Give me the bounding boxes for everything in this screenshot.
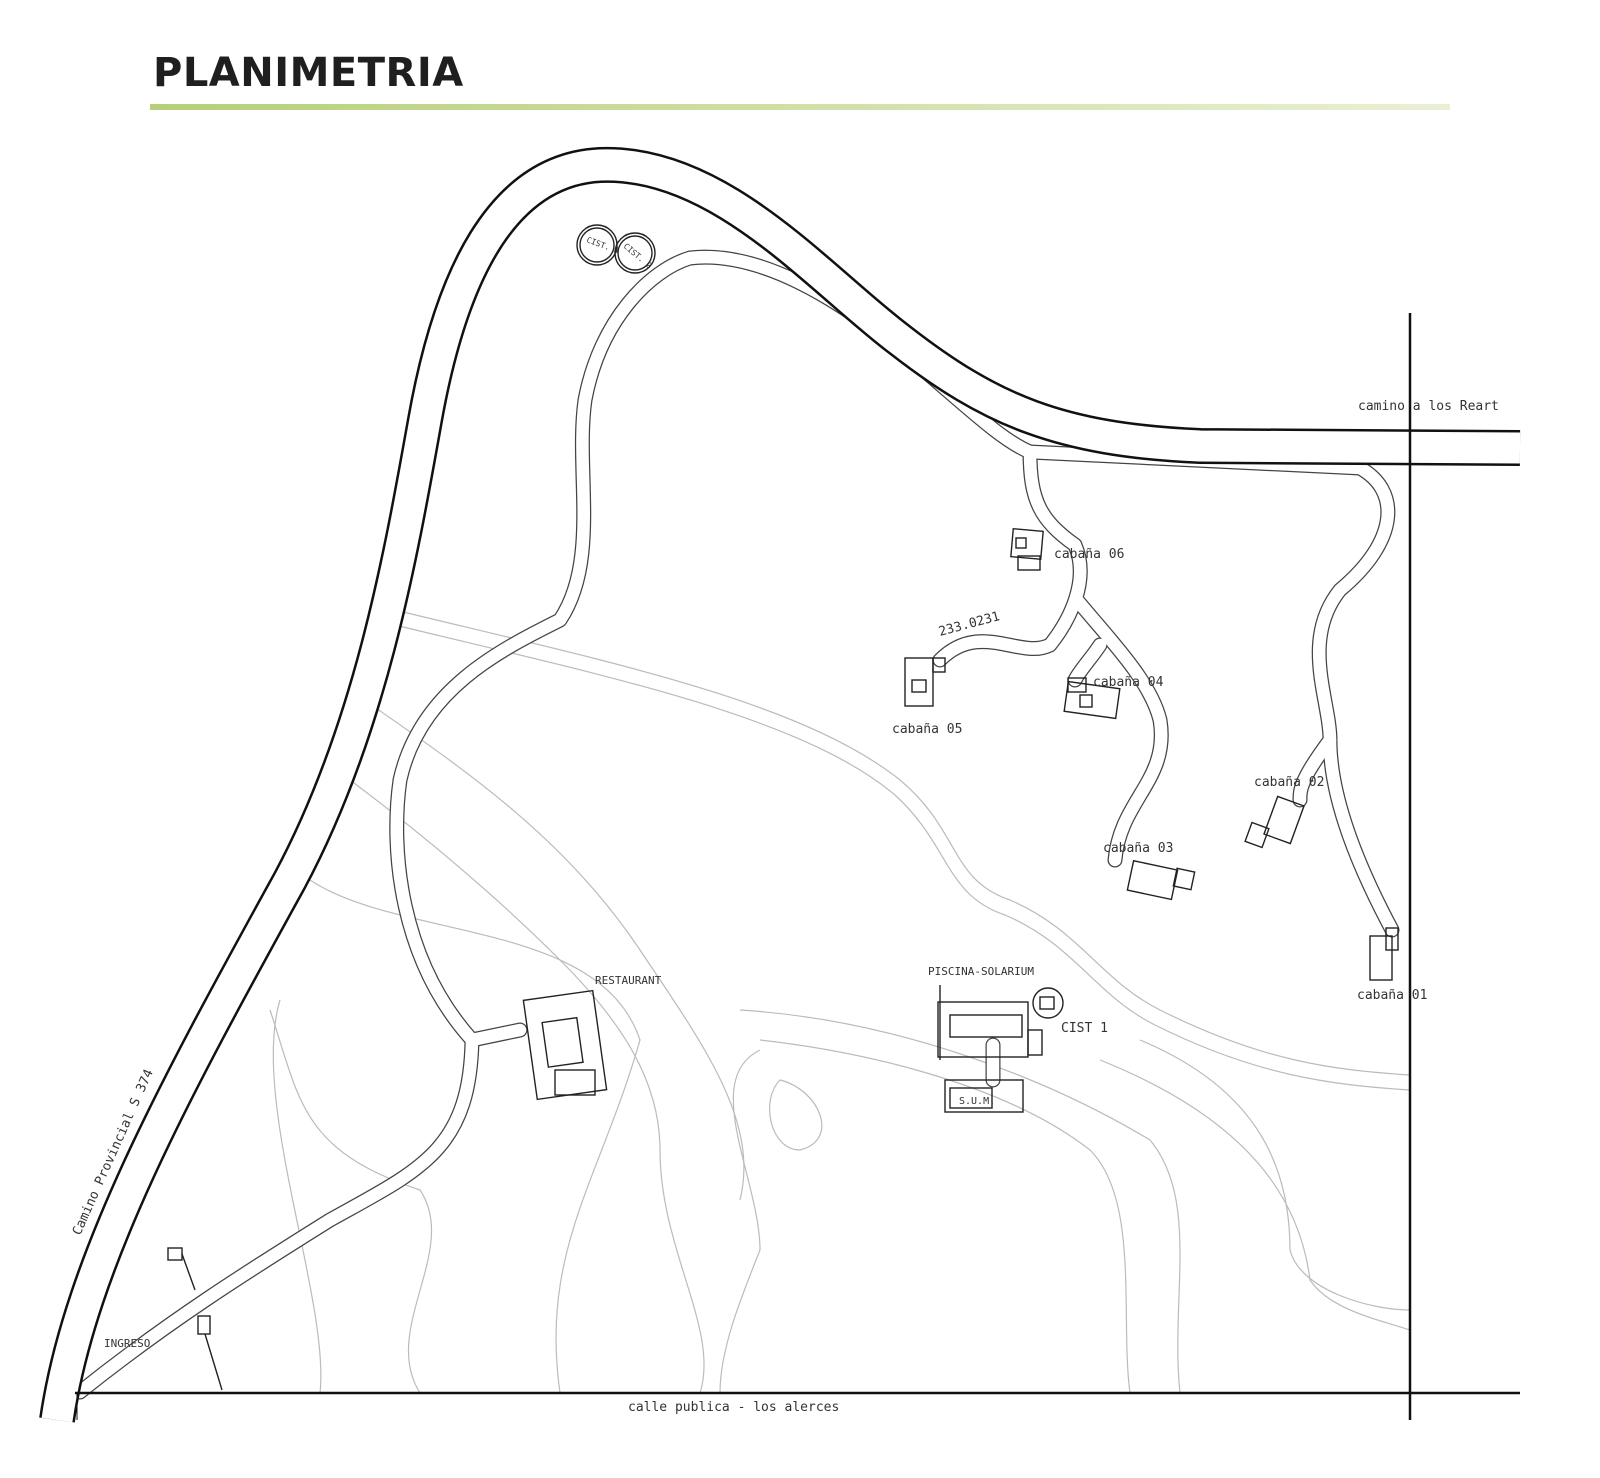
label-restaurant: RESTAURANT xyxy=(595,974,662,987)
label-cabana-05: cabaña 05 xyxy=(892,722,962,737)
building-restaurant xyxy=(522,989,608,1101)
label-sum: S.U.M. xyxy=(959,1096,995,1107)
building-cabana-06 xyxy=(1010,527,1044,571)
building-sum xyxy=(944,1079,1024,1113)
building-cabana-03 xyxy=(1126,859,1196,901)
label-calle-publica: calle publica - los alerces xyxy=(628,1400,839,1415)
label-cist-2: CIST. 2 xyxy=(622,242,654,271)
label-cabana-04: cabaña 04 xyxy=(1093,675,1164,690)
label-ingreso: INGRESO xyxy=(104,1337,150,1350)
building-cabana-02 xyxy=(1244,795,1305,849)
property-boundaries xyxy=(75,313,1520,1420)
building-cabana-04 xyxy=(1063,677,1121,720)
label-cabana-02: cabaña 02 xyxy=(1254,775,1324,790)
building-cabana-05 xyxy=(904,657,946,707)
label-piscina-solarium: PISCINA-SOLARIUM xyxy=(928,965,1034,978)
page-title: PLANIMETRIA xyxy=(153,50,464,96)
building-piscina xyxy=(937,985,1043,1060)
building-cabana-01 xyxy=(1369,927,1399,981)
gate-ingreso xyxy=(167,1247,223,1391)
main-road xyxy=(39,146,1521,1423)
title-underline xyxy=(150,104,1450,110)
label-cabana-06: cabaña 06 xyxy=(1054,547,1124,562)
internal-paths xyxy=(72,249,1400,1400)
label-cabana-03: cabaña 03 xyxy=(1103,841,1173,856)
label-camino-reart: camino a los Reart xyxy=(1358,399,1499,414)
label-cabana-01: cabaña 01 xyxy=(1357,988,1427,1003)
label-cist-3: CIST. 3 xyxy=(585,235,620,255)
contour-lines xyxy=(269,609,1411,1394)
cisterns xyxy=(576,224,1064,1019)
label-cist-1: CIST 1 xyxy=(1061,1021,1108,1036)
buildings xyxy=(167,527,1399,1391)
